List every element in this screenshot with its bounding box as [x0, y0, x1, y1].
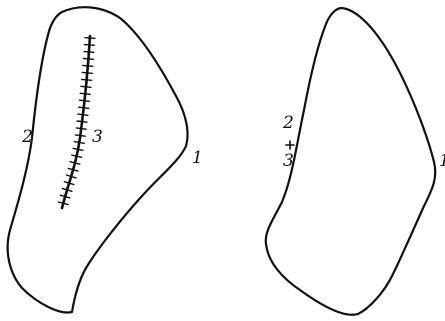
suture-hatch: [85, 38, 95, 39]
suture-hatch: [83, 66, 93, 67]
right-label-2: 2: [282, 113, 294, 133]
suture-hatch: [75, 135, 85, 136]
right-plus-mark: [286, 141, 294, 149]
suture-hatch: [81, 86, 91, 87]
suture-hatch: [84, 52, 94, 53]
left-label-2: 2: [21, 127, 33, 147]
left-figure: 2 3 1: [8, 7, 203, 312]
left-suture: [58, 36, 95, 208]
suture-hatch: [84, 45, 94, 46]
suture-hatch: [83, 59, 93, 60]
suture-hatch: [77, 121, 87, 122]
left-bone-outline: [8, 7, 188, 312]
left-label-1: 1: [192, 148, 203, 168]
suture-hatch: [78, 114, 88, 115]
suture-hatch: [79, 107, 89, 108]
suture-hatch: [80, 100, 90, 101]
suture-hatch: [82, 79, 92, 80]
left-label-3: 3: [92, 127, 103, 147]
suture-hatch: [76, 128, 86, 129]
right-figure: 2 3 1: [266, 8, 445, 315]
suture-hatch: [82, 72, 92, 73]
suture-hatch: [73, 148, 83, 150]
suture-hatch: [74, 142, 84, 144]
right-label-1: 1: [439, 151, 445, 171]
right-label-3: 3: [283, 151, 294, 171]
suture-hatch: [80, 93, 90, 94]
